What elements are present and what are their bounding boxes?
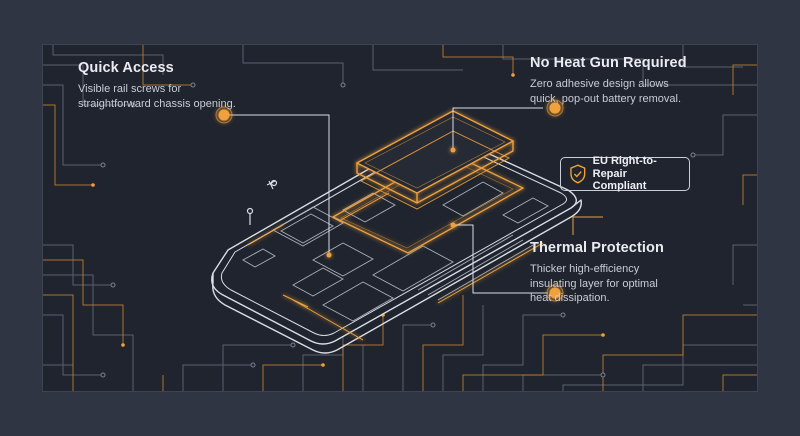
battery-module bbox=[355, 110, 515, 204]
desc-line: straightforward chassis opening. bbox=[78, 97, 236, 110]
screw-icon bbox=[246, 179, 278, 225]
phone-chassis bbox=[211, 131, 582, 354]
phone-internals bbox=[242, 181, 549, 322]
callout-quick-access: Quick Access Visible rail screws for str… bbox=[78, 60, 268, 111]
callout-no-heat-gun: No Heat Gun Required Zero adhesive desig… bbox=[530, 55, 730, 106]
callout-markers bbox=[215, 99, 564, 302]
desc-line: heat dissipation. bbox=[530, 292, 610, 304]
desc-line: Thicker high-efficiency bbox=[530, 263, 640, 275]
badge-line: Compliant bbox=[592, 180, 647, 193]
callout-thermal-protection: Thermal Protection Thicker high-efficien… bbox=[530, 240, 730, 306]
circuit-traces-accent bbox=[43, 45, 757, 391]
callout-description: Zero adhesive design allows quick, pop-o… bbox=[530, 77, 730, 106]
callout-title: No Heat Gun Required bbox=[530, 55, 687, 71]
shield-check-icon bbox=[570, 164, 586, 184]
desc-line: insulating layer for optimal bbox=[530, 277, 658, 290]
callout-description: Thicker high-efficiency insulating layer… bbox=[530, 262, 730, 306]
phone-exploded-illustration bbox=[43, 45, 757, 391]
diagram-panel bbox=[42, 44, 758, 392]
leader-lines bbox=[228, 107, 548, 294]
badge-text: EU Right-to-Repair Compliant bbox=[593, 155, 689, 193]
leader-lines-accent bbox=[572, 216, 603, 235]
circuit-nodes bbox=[100, 82, 696, 378]
desc-line: Zero adhesive design allows bbox=[530, 78, 669, 90]
eu-compliance-badge: EU Right-to-Repair Compliant bbox=[560, 155, 690, 193]
callout-title: Thermal Protection bbox=[530, 240, 664, 256]
badge-line: EU Right-to-Repair bbox=[592, 155, 657, 180]
circuit-traces bbox=[43, 45, 757, 391]
battery-underlayer bbox=[359, 130, 511, 210]
internal-connectors bbox=[247, 192, 544, 341]
desc-line: Visible rail screws for bbox=[78, 83, 182, 95]
desc-line: quick, pop-out battery removal. bbox=[530, 92, 682, 105]
callout-title: Quick Access bbox=[78, 60, 174, 76]
callout-description: Visible rail screws for straightforward … bbox=[78, 82, 268, 111]
